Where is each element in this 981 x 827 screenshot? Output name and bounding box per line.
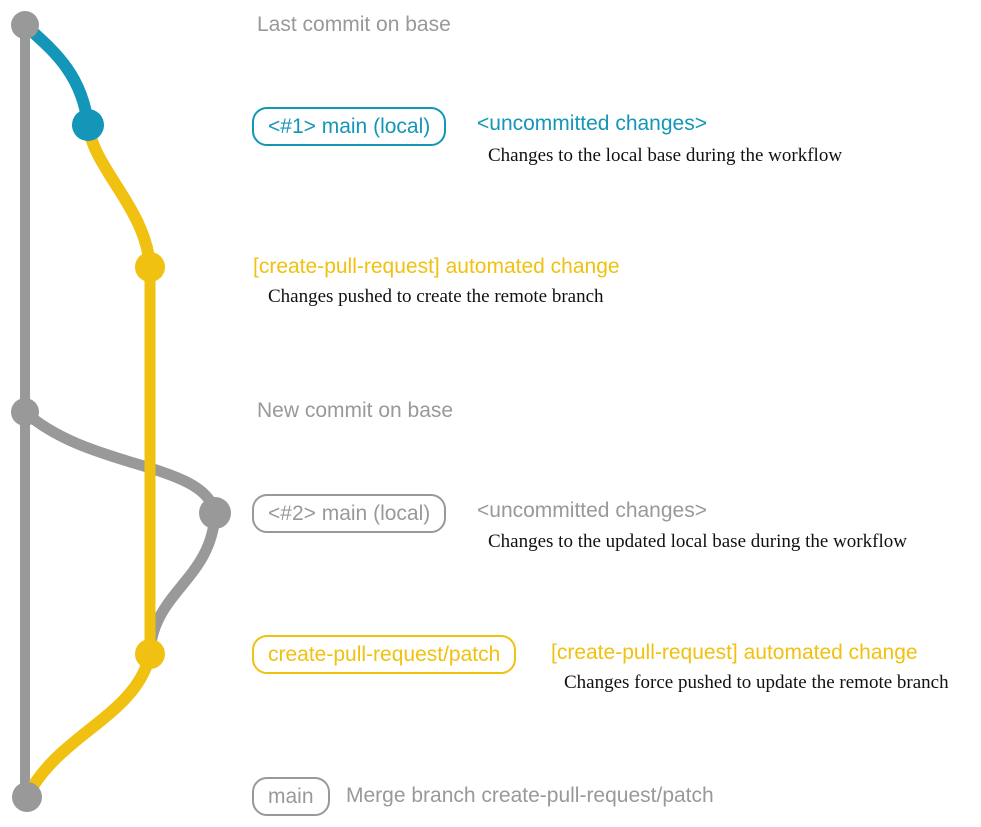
annotation-last-commit-on-base: Last commit on base	[257, 13, 451, 36]
description-automated-change-2: Changes force pushed to update the remot…	[564, 672, 949, 693]
annotation-new-commit-on-base: New commit on base	[257, 399, 454, 422]
commit-node-head2	[199, 497, 231, 529]
branch-curve-patch-create	[82, 123, 156, 268]
rebase-curve-base-to-head2	[21, 407, 221, 515]
description-uncommitted-changes-2: Changes to the updated local base during…	[488, 531, 907, 552]
badge-main: main	[252, 777, 330, 816]
commit-node-head1	[72, 109, 104, 141]
label-merge-branch: Merge branch create-pull-request/patch	[346, 784, 714, 807]
badge-main-local-2: <#2> main (local)	[252, 494, 447, 533]
label-uncommitted-changes-2: <uncommitted changes>	[477, 499, 707, 522]
commit-node-patch1	[135, 252, 165, 282]
commit-node-last-base	[11, 11, 39, 39]
label-automated-change-1: [create-pull-request] automated change	[253, 255, 620, 278]
description-uncommitted-changes-1: Changes to the local base during the wor…	[488, 145, 843, 166]
commit-node-new-base	[11, 398, 39, 426]
merge-curve-patch-to-base	[21, 652, 156, 800]
commit-node-merge	[12, 782, 42, 812]
rebase-curve-head2-to-patch	[144, 512, 221, 655]
branch-curve-main-local	[20, 20, 94, 126]
label-automated-change-2: [create-pull-request] automated change	[551, 641, 918, 664]
commit-node-patch2	[135, 639, 165, 669]
badge-create-pull-request-patch: create-pull-request/patch	[252, 635, 517, 674]
badge-main-local-1: <#1> main (local)	[252, 107, 447, 146]
description-automated-change-1: Changes pushed to create the remote bran…	[268, 286, 604, 307]
label-uncommitted-changes-1: <uncommitted changes>	[477, 112, 707, 135]
